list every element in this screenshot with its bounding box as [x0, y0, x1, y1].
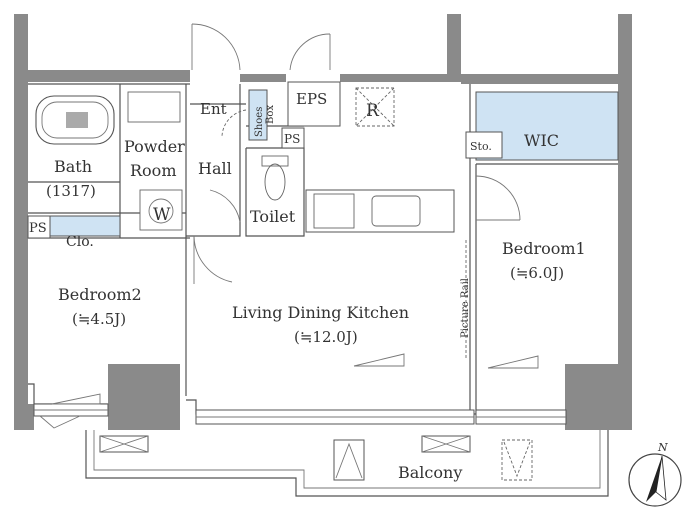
ps-mid-label: PS — [284, 132, 300, 146]
storage-label: Sto. — [470, 140, 492, 153]
toilet-label: Toilet — [250, 207, 296, 226]
doors — [191, 23, 521, 284]
shoes-box-label-line1: Shoes — [254, 107, 265, 137]
north-arrow-icon — [646, 456, 662, 502]
structural-walls — [14, 14, 632, 430]
bedroom2-label: Bedroom2 — [58, 285, 142, 304]
wic-label: WIC — [524, 131, 559, 150]
room-labels: Bath (1317) Powder Room W Clo. PS PS Ent… — [29, 90, 586, 482]
fridge-label: R — [366, 101, 380, 121]
shoes-box-label-line2: Box — [265, 105, 276, 124]
ldk-label: Living Dining Kitchen — [232, 303, 409, 322]
balcony-area — [85, 430, 609, 497]
closet-label: Clo. — [66, 234, 94, 250]
interior-walls — [27, 81, 619, 415]
hall-label: Hall — [198, 159, 232, 178]
bedroom1-size-label: (≒6.0J) — [510, 264, 564, 282]
eps-label: EPS — [296, 90, 327, 108]
bedroom2-size-label: (≒4.5J) — [72, 310, 126, 328]
bedroom1-label: Bedroom1 — [502, 239, 586, 258]
ldk-size-label: (≒12.0J) — [294, 328, 358, 346]
compass-north-label: N — [657, 441, 668, 454]
entrance-label: Ent — [200, 100, 227, 118]
washer-label: W — [153, 205, 171, 225]
windows — [33, 353, 567, 429]
balcony-label: Balcony — [398, 463, 462, 482]
bath-size-label: (1317) — [46, 182, 96, 200]
ps-left-label: PS — [29, 221, 47, 236]
compass: N — [628, 441, 682, 507]
picture-rail-label: Picture Rail — [460, 278, 471, 338]
powder-room-label-line2: Room — [130, 161, 176, 180]
powder-room-label-line1: Powder — [124, 137, 185, 156]
bath-label: Bath — [54, 157, 92, 176]
